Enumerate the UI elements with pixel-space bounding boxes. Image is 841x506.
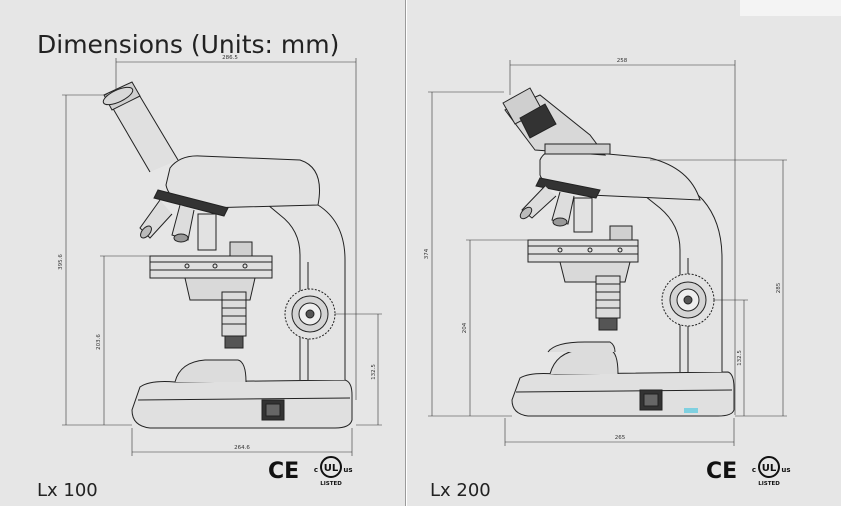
- dim-stage-height-lx200: 204: [462, 322, 468, 333]
- page-title: Dimensions (Units: mm): [37, 30, 340, 59]
- ul-listed-mark-lx200: UL c us LISTED: [752, 456, 791, 487]
- svg-text:LISTED: LISTED: [758, 481, 780, 487]
- svg-text:us: us: [343, 466, 352, 474]
- model-label-lx100: Lx 100: [37, 480, 98, 501]
- microscope-lx200: [502, 87, 735, 417]
- dim-arm-height-lx200: 285: [776, 282, 782, 293]
- dimension-lines-lx200: [428, 60, 787, 446]
- dim-width-top-lx200: 258: [617, 58, 628, 64]
- dim-width-top-lx100: 286.5: [222, 55, 238, 61]
- dim-height-total-lx200: 374: [424, 248, 430, 259]
- svg-text:UL: UL: [324, 463, 339, 474]
- svg-text:c: c: [752, 466, 756, 474]
- svg-text:c: c: [314, 466, 318, 474]
- ce-mark-lx100: CE: [268, 459, 299, 484]
- model-label-lx200: Lx 200: [430, 480, 491, 501]
- svg-text:us: us: [781, 466, 790, 474]
- svg-text:CE: CE: [268, 459, 299, 484]
- microscope-lx100: [102, 81, 353, 429]
- dim-stage-height-lx100: 203.6: [96, 334, 102, 350]
- svg-text:CE: CE: [706, 459, 737, 484]
- ce-mark-lx200: CE: [706, 459, 737, 484]
- ul-listed-mark-lx100: UL c us LISTED: [314, 456, 353, 487]
- dimension-lines-lx100: [62, 58, 382, 456]
- dim-base-width-lx200: 265: [615, 435, 626, 441]
- dim-knob-height-lx200: 132.5: [737, 350, 743, 366]
- dim-knob-height-lx100: 132.5: [371, 364, 377, 380]
- svg-text:LISTED: LISTED: [320, 481, 342, 487]
- dim-base-width-lx100: 264.6: [234, 445, 250, 451]
- dim-height-total-lx100: 395.6: [58, 254, 64, 270]
- corner-tab: [740, 0, 841, 16]
- svg-text:UL: UL: [762, 463, 777, 474]
